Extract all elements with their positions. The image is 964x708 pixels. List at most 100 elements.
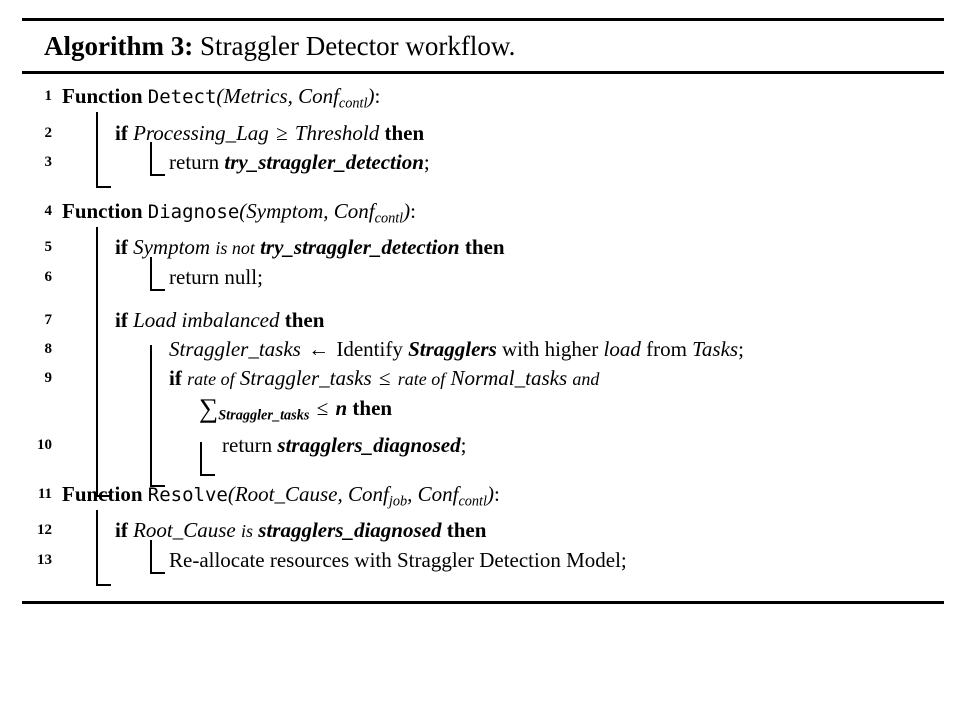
function-block-detect: 1 Function Detect(Metrics, Confcontl): 2… [22,82,944,197]
function-block-resolve: 11 Function Resolve(Root_Cause, Confjob,… [22,480,944,586]
paren-close: ) [367,84,375,108]
return-value: try_straggler_detection [224,149,424,174]
line-number: 6 [44,269,53,286]
paren-open: ( [216,84,224,108]
sum-bound: n [335,396,348,421]
param-conf-contl-subscript: contl [458,493,487,510]
operator-le: ≤ [316,396,329,421]
param-conf-subscript: contl [374,210,404,227]
paren-open: ( [239,198,247,223]
paren-close: ) [486,481,494,506]
line-number: 7 [44,312,53,329]
keyword-return: return [169,149,220,174]
keyword-if: if [115,518,128,543]
line-number: 2 [44,124,53,141]
param-conf: Conf [333,198,375,223]
line-6: 6 return null; [22,263,944,292]
line-number: 5 [44,239,53,256]
keyword-is: is [241,521,254,542]
line-content: return try_straggler_detection; [169,148,944,177]
param-root-cause: Root_Cause [234,481,338,506]
line-4: 4 Function Diagnose(Symptom, Confcontl): [22,197,944,234]
keyword-if: if [169,366,182,391]
line-content: if Symptom is not try_straggler_detectio… [115,233,944,263]
paren-open: ( [227,481,235,506]
line-content: if rate of Straggler_tasks ≤ rate of Nor… [169,364,909,431]
line-content: if Load imbalanced then [115,306,944,335]
assign-target: Straggler_tasks [169,337,301,362]
line-11: 11 Function Resolve(Root_Cause, Confjob,… [22,480,944,517]
colon: : [410,198,416,223]
function-name-detect: Detect [147,86,217,108]
keyword-if: if [115,308,128,333]
line-content: Function Resolve(Root_Cause, Confjob, Co… [62,480,944,517]
line-number: 12 [37,522,52,539]
line-content: Straggler_tasks ← Identify Stragglers wi… [169,335,921,364]
spacer [22,177,944,197]
semicolon: ; [257,265,263,290]
spacer [22,460,944,480]
caption-title: Straggler Detector workflow. [199,31,516,61]
line-number: 8 [44,341,53,358]
line-7: 7 if Load imbalanced then [22,306,944,335]
operator-le: ≤ [378,366,391,391]
keyword-then: then [464,235,505,260]
line-content: return stragglers_diagnosed; [222,431,944,460]
assign-tail: from [646,337,687,362]
assign-object: Stragglers [408,337,497,362]
cond-lhs: Processing_Lag [133,120,269,145]
keyword-function: Function [62,481,143,506]
comma: , [323,198,329,223]
line-number: 11 [37,485,52,502]
semicolon: ; [738,337,744,362]
line-12: 12 if Root_Cause is stragglers_diagnosed… [22,516,944,546]
keyword-then: then [352,396,393,421]
return-value: stragglers_diagnosed [277,432,461,457]
operator-assign-arrow: ← [308,337,330,362]
cond-expr: Load imbalanced [133,308,280,333]
operator-ge: ≥ [276,120,288,145]
param-symptom: Symptom [246,198,324,223]
line-content: return null; [169,263,944,292]
line-3: 3 return try_straggler_detection; [22,148,944,177]
line-1: 1 Function Detect(Metrics, Confcontl): [22,82,944,119]
algorithm-block: Algorithm 3: Straggler Detector workflow… [22,18,944,605]
line-content: if Root_Cause is stragglers_diagnosed th… [115,516,944,546]
function-block-diagnose: 4 Function Diagnose(Symptom, Confcontl):… [22,197,944,497]
function-name-resolve: Resolve [147,483,228,506]
line-number: 3 [44,153,53,170]
cond-rhs: stragglers_diagnosed [258,518,442,543]
colon: : [493,481,500,506]
cond-lhs: Symptom [133,235,211,260]
line-number: 13 [37,552,52,569]
assign-mid: with higher [502,337,599,362]
keyword-function: Function [62,84,143,108]
keyword-return: return [222,432,273,457]
colon: : [374,84,381,108]
param-conf: Conf [298,84,339,108]
semicolon: ; [423,149,430,174]
line-8: 8 Straggler_tasks ← Identify Stragglers … [22,335,944,364]
keyword-and: and [572,369,600,390]
keyword-then: then [446,518,487,543]
line-2: 2 if Processing_Lag ≥ Threshold then [22,119,944,148]
comma: , [287,84,293,108]
keyword-if: if [115,235,128,260]
assign-source: Tasks [692,337,739,362]
rule-bottom [22,601,944,605]
keyword-if: if [115,120,128,145]
param-metrics: Metrics [223,84,288,108]
paren-close: ) [403,198,411,223]
line-number: 10 [37,436,52,453]
algorithm-body: 1 Function Detect(Metrics, Confcontl): 2… [22,74,944,586]
line-content: Re-allocate resources with Straggler Det… [169,548,627,573]
param-conf-job: Conf [348,481,389,506]
line-13: 13 Re-allocate resources with Straggler … [22,546,944,575]
param-conf-subscript: contl [338,95,368,112]
comma: , [407,481,413,506]
line-9: 9 if rate of Straggler_tasks ≤ rate of N… [22,364,944,431]
line-5: 5 if Symptom is not try_straggler_detect… [22,233,944,263]
caption-label: Algorithm 3: [44,31,194,61]
keyword-then: then [384,120,425,145]
function-name-diagnose: Diagnose [147,200,240,223]
